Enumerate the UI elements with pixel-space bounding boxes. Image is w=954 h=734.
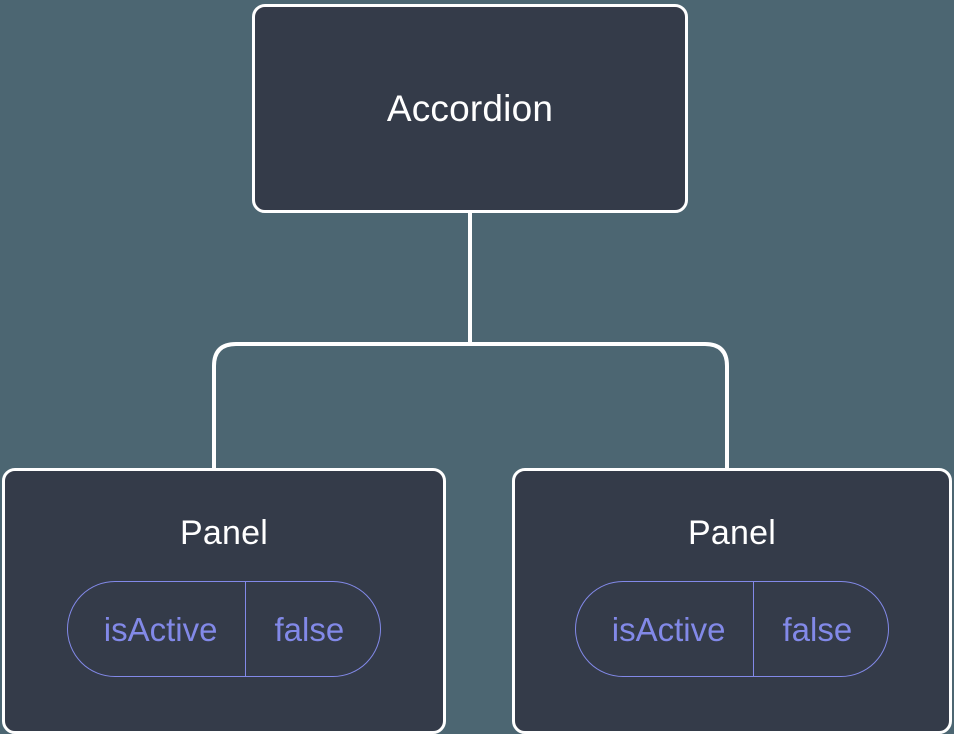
prop-key: isActive bbox=[103, 610, 218, 648]
prop-key: isActive bbox=[611, 610, 726, 648]
prop-value: false bbox=[245, 582, 380, 676]
node-panel-right[interactable]: Panel isActive false bbox=[512, 468, 952, 734]
node-panel-left-title: Panel bbox=[180, 514, 268, 552]
prop-value: false bbox=[753, 582, 888, 676]
node-accordion[interactable]: Accordion bbox=[252, 4, 688, 213]
edge-to-panel-right bbox=[470, 342, 729, 470]
prop-pill-isactive-right[interactable]: isActive false bbox=[574, 581, 890, 677]
node-panel-right-title: Panel bbox=[688, 514, 776, 552]
node-accordion-title: Accordion bbox=[386, 88, 554, 129]
node-panel-left[interactable]: Panel isActive false bbox=[2, 468, 446, 734]
edge-to-panel-left bbox=[212, 342, 470, 470]
prop-pill-isactive-left[interactable]: isActive false bbox=[66, 581, 382, 677]
